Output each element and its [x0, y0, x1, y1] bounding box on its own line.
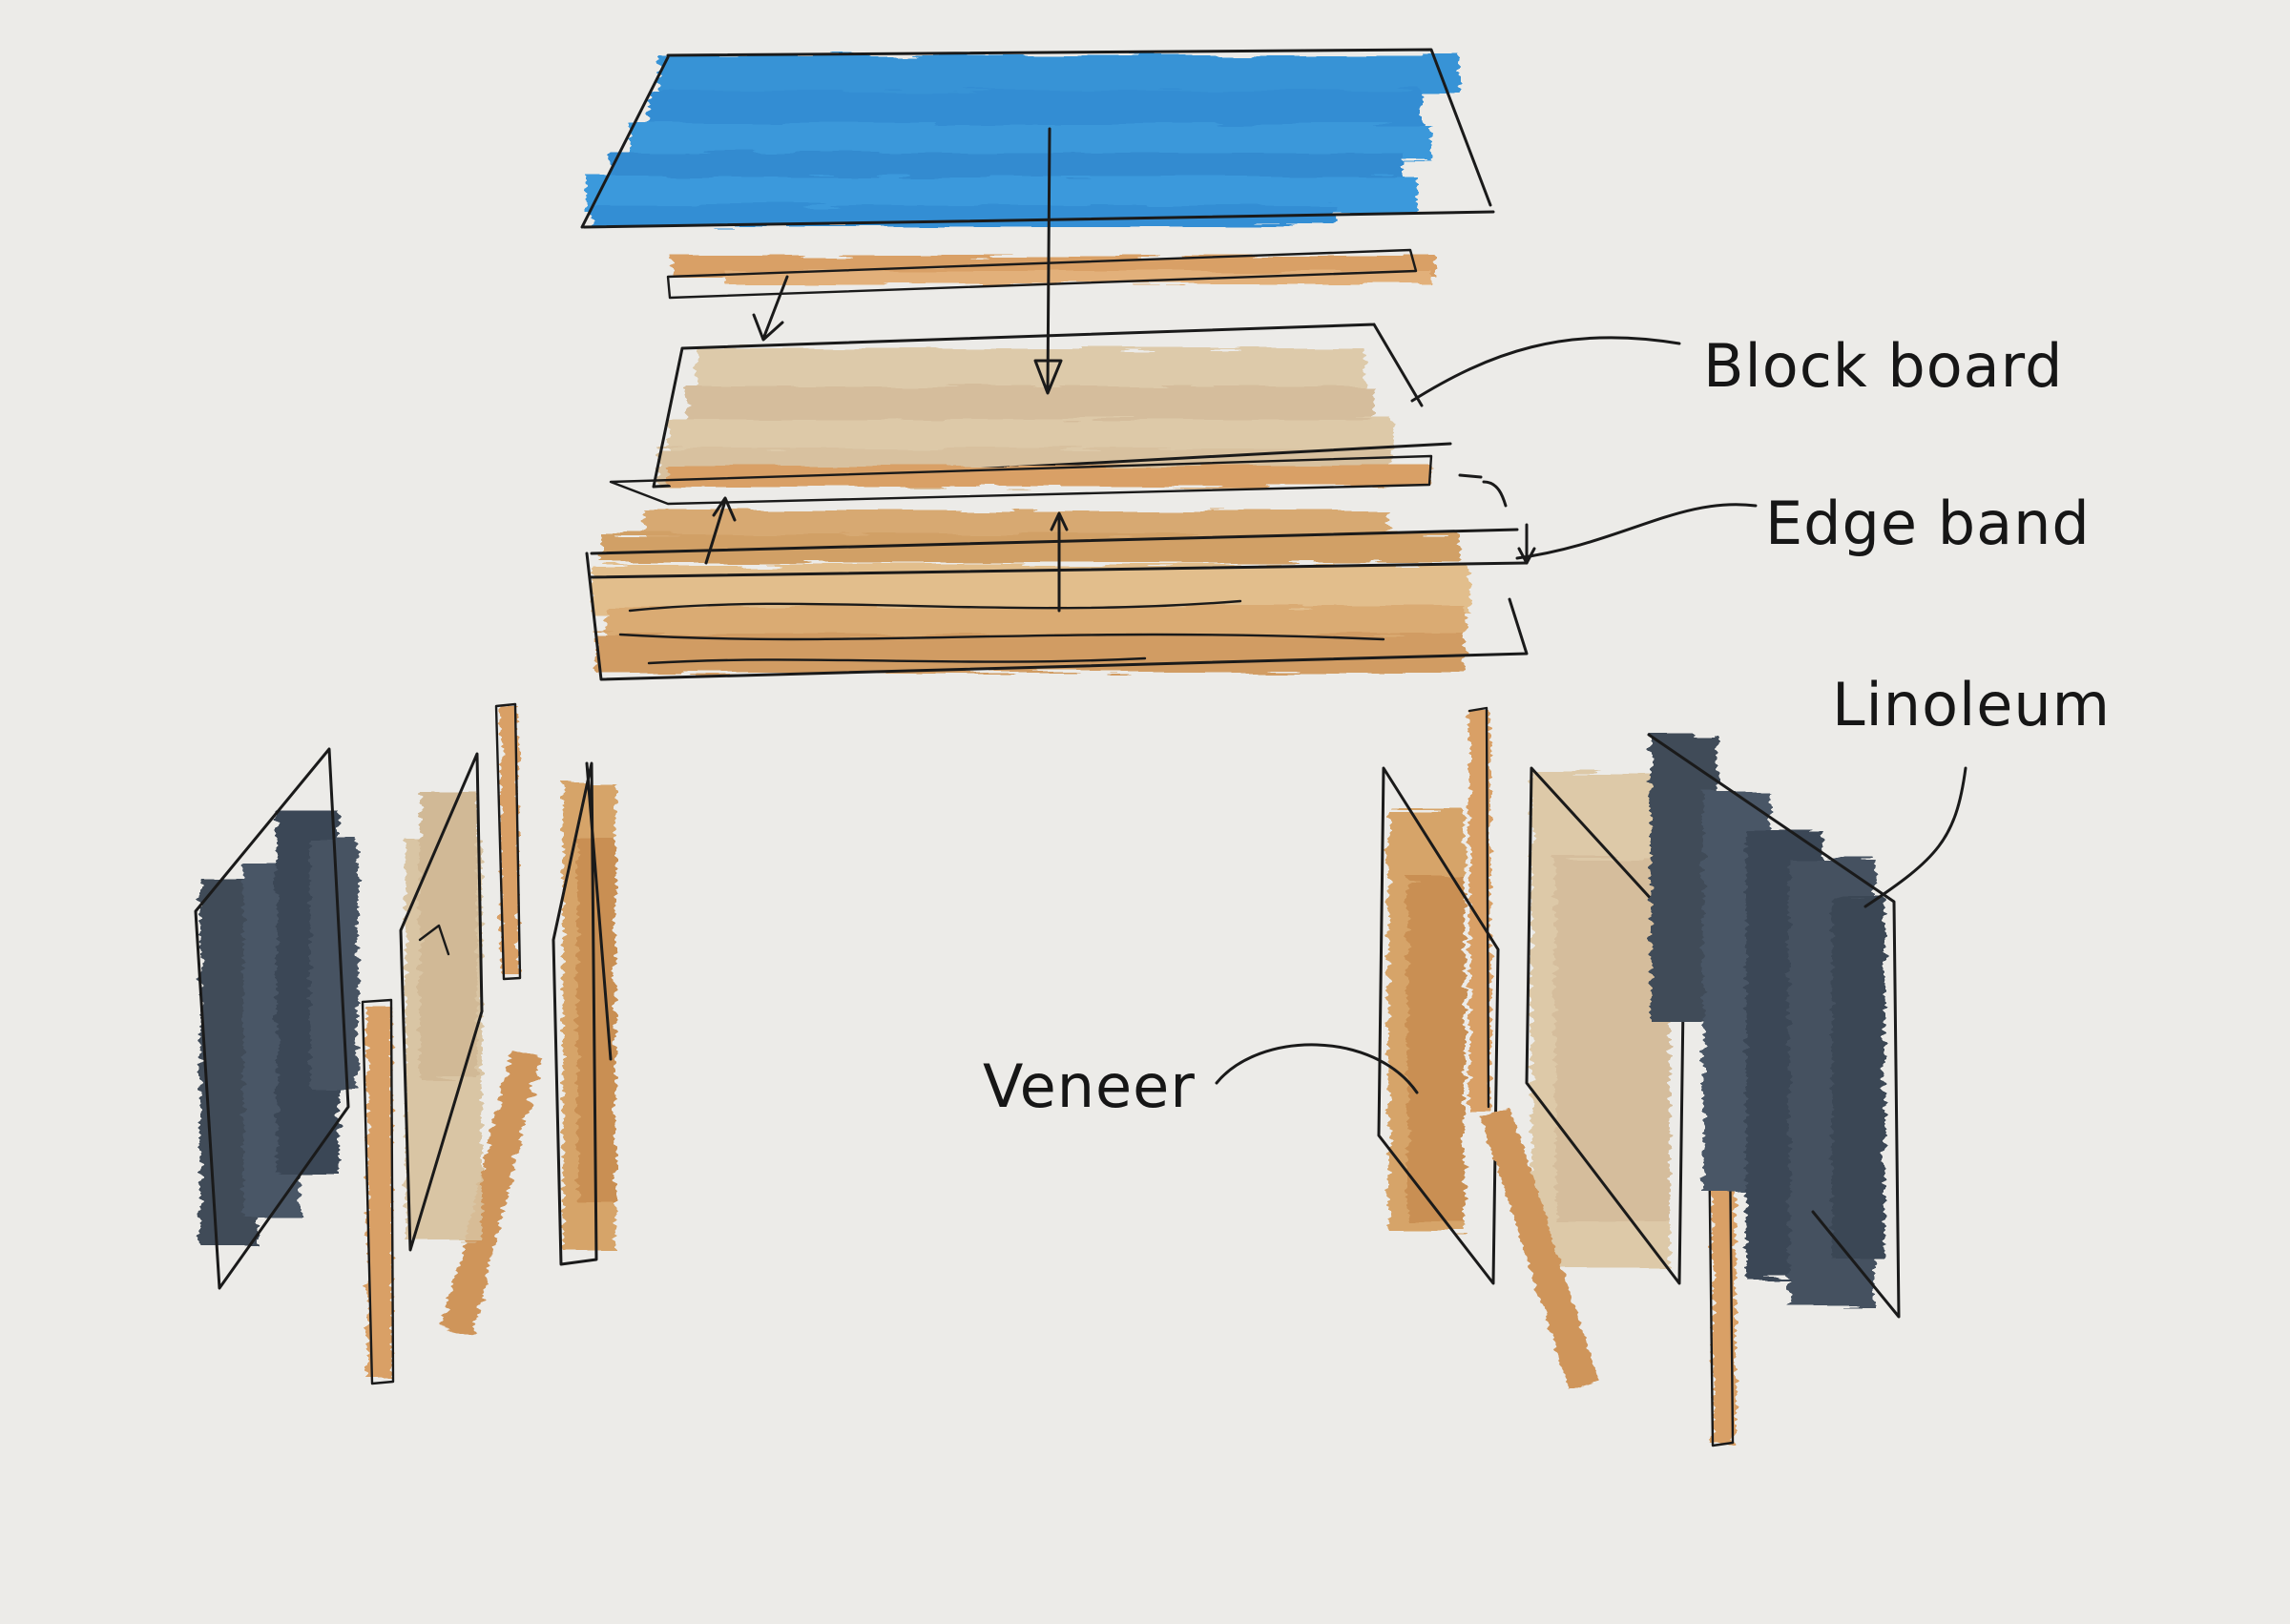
veneer-layer-top-stack	[585, 510, 1529, 681]
assembly-arrows	[704, 127, 1536, 613]
leader-lines	[1215, 336, 1967, 1094]
linoleum-layer-top	[580, 48, 1495, 229]
leader-edge-band	[1515, 503, 1758, 560]
label-veneer: Veneer	[983, 1051, 1196, 1121]
leader-veneer	[1215, 1043, 1419, 1094]
edge-band-strip-top	[666, 248, 1436, 300]
label-block-board: Block board	[1703, 331, 2063, 401]
label-linoleum: Linoleum	[1832, 670, 2111, 739]
block-board-layer	[652, 323, 1452, 489]
leader-block-board	[1410, 336, 1681, 403]
label-edge-band: Edge band	[1765, 489, 2091, 558]
exploded-group-right	[1377, 706, 1901, 1447]
leader-linoleum	[1863, 766, 1967, 908]
exploded-group-left	[194, 702, 615, 1385]
edge-band-strip-bottom	[609, 454, 1433, 506]
